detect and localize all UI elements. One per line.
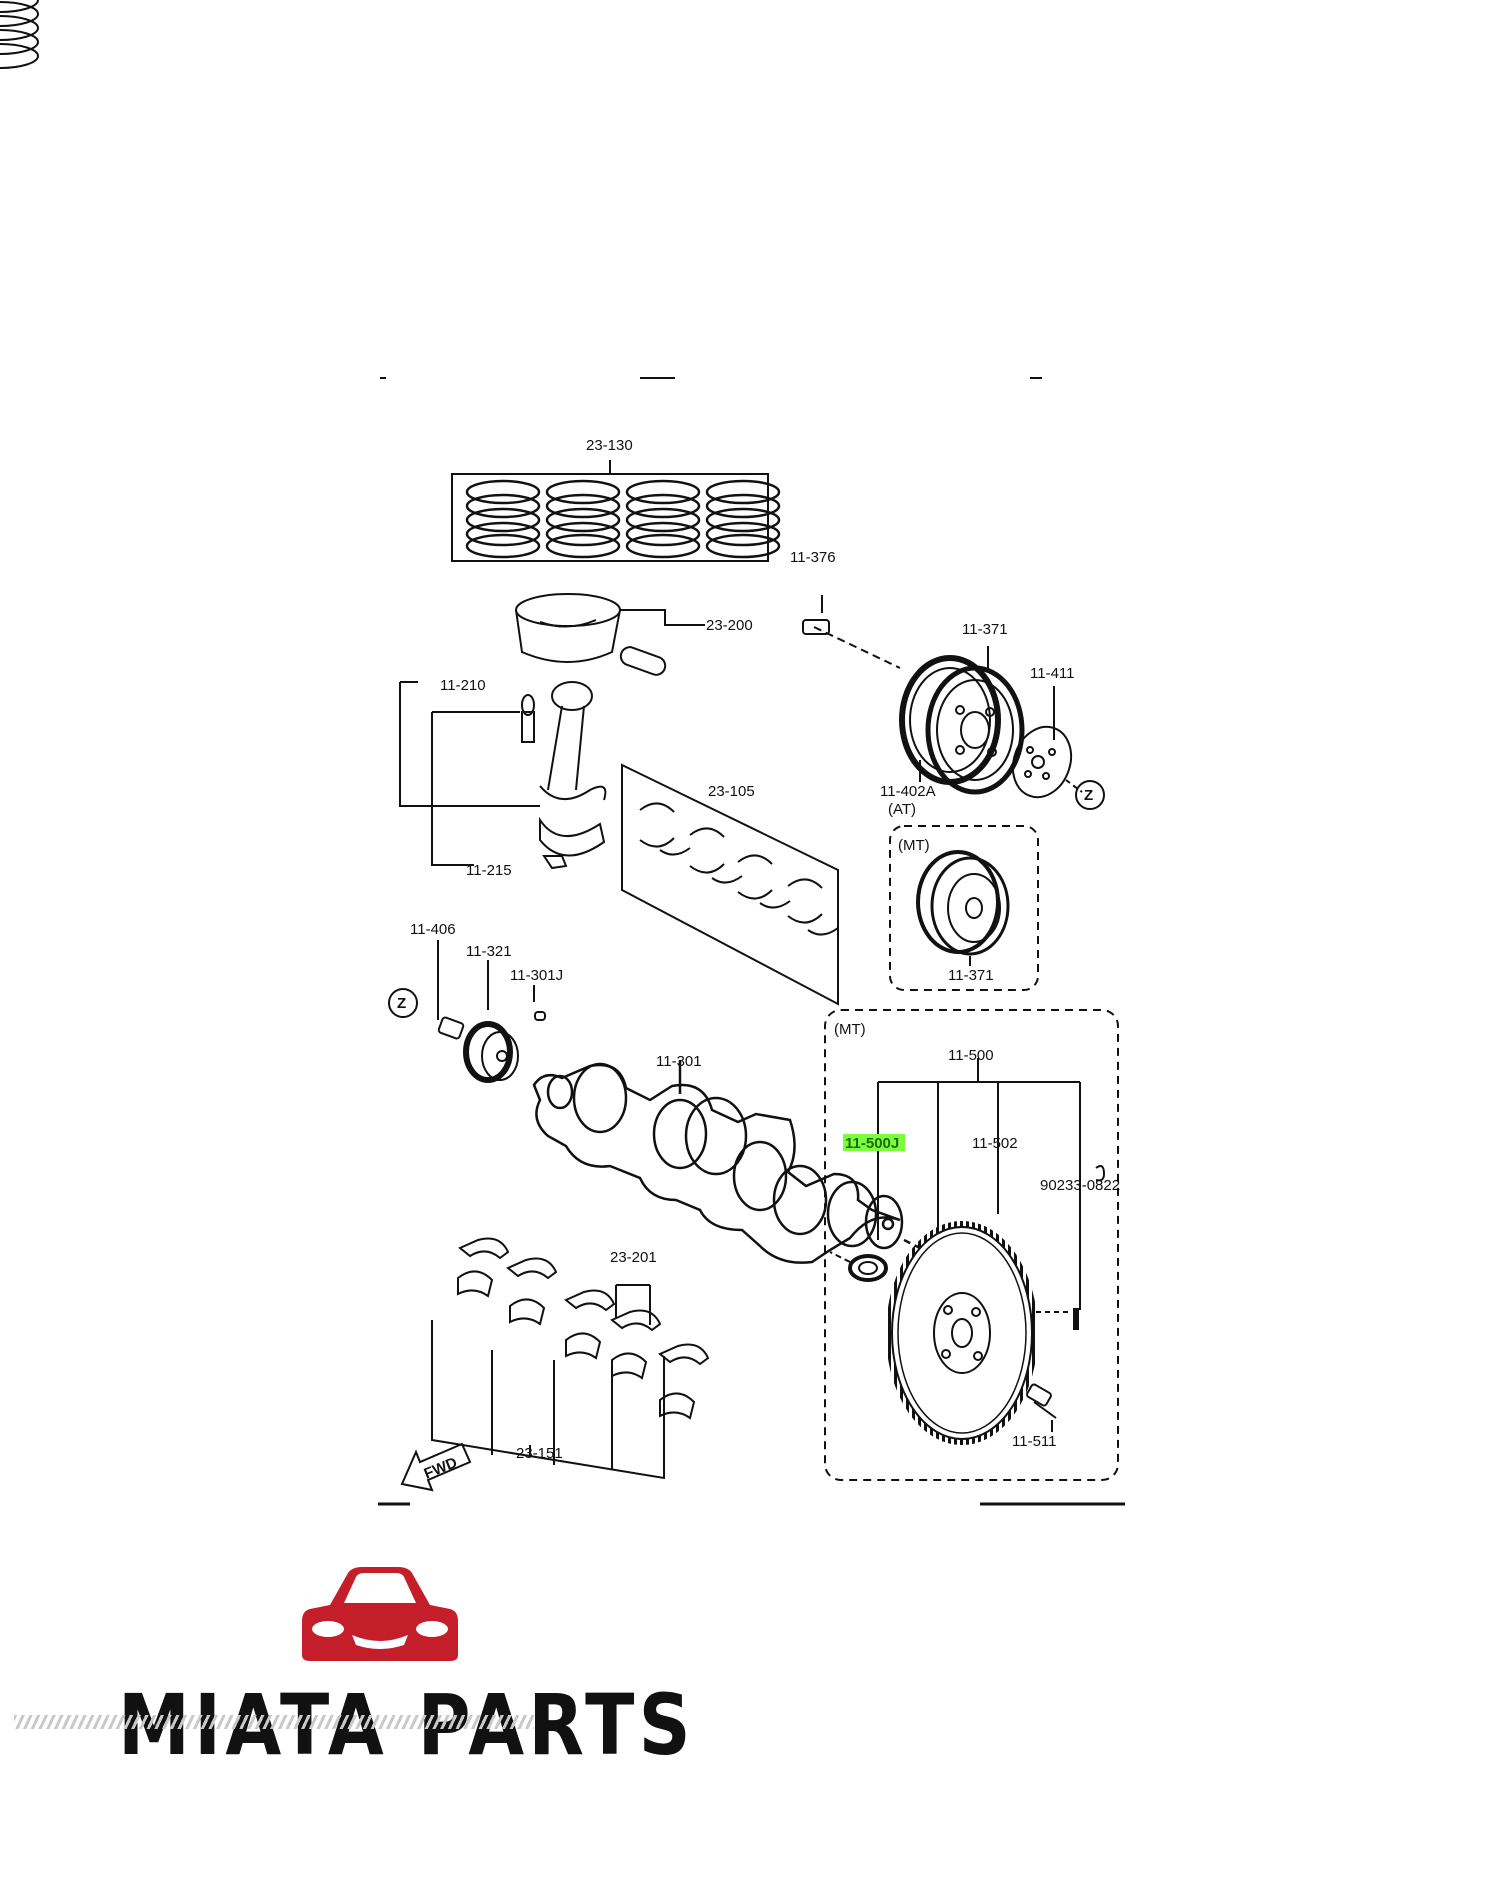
- z-marker-right-label: Z: [1084, 787, 1093, 804]
- label-plate: 11-411: [1030, 665, 1074, 682]
- label-conrod: 11-210: [440, 677, 486, 694]
- frame-marks: [378, 377, 1125, 1506]
- piston-rings-part: [0, 0, 769, 562]
- z-marker-right: [1075, 780, 1105, 810]
- label-conrod-nut: 11-215: [466, 862, 512, 879]
- conrod-part: [399, 681, 607, 870]
- label-timing-sprocket: 11-321: [466, 943, 512, 960]
- label-flywheel: 11-502: [972, 1135, 1018, 1152]
- crankshaft-part: [532, 1060, 933, 1264]
- label-at-note: (AT): [888, 801, 916, 818]
- fwd-arrow-icon: [400, 1442, 472, 1492]
- label-piston: 23-200: [706, 617, 753, 634]
- conrod-bearings-part: [621, 763, 839, 1006]
- label-pulley-at: 11-371: [962, 621, 1008, 638]
- main-bearings-part: [431, 1237, 710, 1480]
- pulley-at-part: [802, 595, 1025, 795]
- label-crankshaft: 11-301: [656, 1053, 702, 1070]
- plate-part: [1011, 686, 1083, 799]
- label-mt-note-pulley: (MT): [898, 837, 930, 854]
- piston-part: [515, 593, 705, 676]
- z-marker-left-label: Z: [397, 995, 406, 1012]
- label-dowel: 90233-0822: [1040, 1177, 1120, 1194]
- label-mt-note-flywheel: (MT): [834, 1021, 866, 1038]
- label-pulley-mt: 11-371: [948, 967, 994, 984]
- label-flywheel-assy: 11-500: [948, 1047, 994, 1064]
- mt-flywheel-box: [824, 1009, 1119, 1481]
- label-flywheel-bolt: 11-511: [1012, 1433, 1056, 1450]
- car-front-icon: [302, 1567, 458, 1661]
- label-pulley-bolt: 11-376: [790, 549, 836, 566]
- label-main-bearing: 23-151: [516, 1445, 563, 1462]
- label-damper: 11-402A: [880, 783, 936, 800]
- label-conrod-bearing: 23-105: [708, 783, 755, 800]
- label-piston-rings: 23-130: [586, 437, 633, 454]
- timing-sprocket-part: [437, 940, 546, 1083]
- mt-pulley-box: [889, 825, 1039, 991]
- label-thrust-bearing: 23-201: [610, 1249, 657, 1266]
- label-pilot-bearing: 11-500J: [845, 1135, 899, 1152]
- label-sprocket-bolt: 11-406: [410, 921, 456, 938]
- highlight-pilot-bearing: [843, 1134, 905, 1151]
- brand-underline: [14, 1715, 534, 1729]
- label-key: 11-301J: [510, 967, 563, 984]
- z-marker-left: [388, 988, 418, 1018]
- brand-logo: MIATA PARTS: [110, 1550, 691, 1790]
